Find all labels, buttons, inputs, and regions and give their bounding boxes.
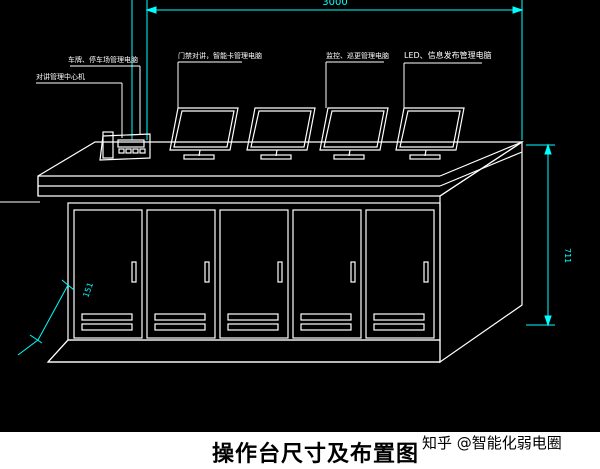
annotation-monitor2: 门禁对讲，智能卡管理电脑 bbox=[178, 51, 262, 60]
annotation-monitor3: 监控、巡更管理电脑 bbox=[326, 51, 389, 60]
monitor-icon bbox=[169, 107, 239, 160]
depth-dimension-label: 151 bbox=[81, 281, 95, 298]
watermark: 知乎 @智能化弱电圈 bbox=[422, 434, 562, 452]
cad-drawing-canvas: 3000 车牌、停车场管理电脑 对讲管理中心机 门禁对讲，智能卡管理电脑 监控、… bbox=[0, 0, 600, 432]
annotation-monitor4: LED、信息发布管理电脑 bbox=[404, 50, 492, 60]
telephone-icon bbox=[99, 131, 151, 161]
width-dimension bbox=[145, 0, 524, 140]
cabinet-doors bbox=[73, 209, 435, 339]
depth-dimension bbox=[17, 279, 75, 356]
annotation-left-monitor: 车牌、停车场管理电脑 bbox=[68, 55, 138, 64]
monitor-icon bbox=[319, 107, 389, 160]
console-body bbox=[37, 140, 525, 364]
console-drawing: 3000 车牌、停车场管理电脑 对讲管理中心机 门禁对讲，智能卡管理电脑 监控、… bbox=[0, 0, 572, 364]
height-dimension-label: 711 bbox=[563, 248, 572, 263]
monitor-icon bbox=[246, 107, 316, 160]
width-dimension-label: 3000 bbox=[322, 0, 347, 8]
annotation-phone: 对讲管理中心机 bbox=[36, 72, 85, 81]
height-dimension bbox=[526, 143, 555, 327]
monitor-icon bbox=[395, 107, 465, 160]
caption-bar bbox=[0, 432, 600, 469]
figure-caption: 操作台尺寸及布置图 bbox=[212, 442, 420, 467]
